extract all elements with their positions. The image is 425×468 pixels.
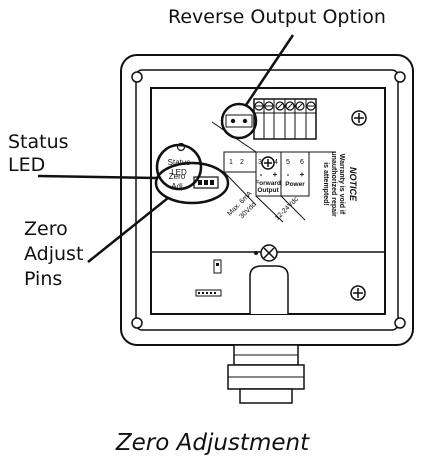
reverse-output-pin-2 [242, 118, 248, 124]
board-zero-adj-label-line1: Zero [169, 172, 186, 181]
status-led-leader [37, 174, 158, 180]
zero-adjust-callout-line1: Zero [24, 218, 68, 240]
mounting-hole-bottom-right [394, 317, 406, 329]
mounting-hole-top-left [131, 71, 143, 83]
notice-text-line2: unauthorized repair [330, 151, 337, 217]
terminal-number-2: 2 [240, 159, 244, 166]
zero-adjust-leader [87, 197, 169, 263]
board-status-led-label-line2: LED [171, 168, 187, 177]
reverse-output-option-label: Reverse Output Option [168, 6, 386, 28]
zero-adjust-pin-2 [204, 180, 208, 185]
cable-gland [227, 344, 305, 404]
lower-jumper-component [213, 259, 222, 274]
notice-text-line1: Warranty is void if [338, 154, 345, 215]
zero-adjust-pins-callout: Zero Adjust Pins [24, 217, 83, 292]
terminal-number-6: 6 [300, 159, 304, 166]
forward-output-label-line2: Output [257, 187, 279, 194]
mounting-hole-bottom-left [131, 317, 143, 329]
forward-output-label-line1: Forward [255, 180, 281, 187]
status-led-callout: Status LED [8, 131, 69, 177]
forward-output-minus-sign: - [260, 170, 263, 179]
forward-output-screw [261, 156, 275, 170]
notice-text-line3: is attempted! [322, 162, 329, 206]
reverse-output-leader [244, 34, 295, 106]
terminal-number-4: 4 [274, 159, 278, 166]
board-screw-top-right [351, 110, 367, 126]
board-zero-adj-label-line2: Adj [171, 182, 183, 191]
power-minus-sign: - [287, 170, 290, 179]
mounting-hole-top-right [394, 71, 406, 83]
status-led-callout-line2: LED [8, 154, 46, 176]
board-status-led-label-line1: Status [168, 158, 191, 167]
zero-adjust-pin-1 [198, 180, 202, 185]
terminal-block [253, 98, 317, 140]
terminal-number-3: 3 [258, 159, 262, 166]
status-led-callout-line1: Status [8, 131, 69, 153]
forward-output-plus-sign: + [273, 170, 278, 179]
zero-adjust-callout-line3: Pins [24, 268, 63, 290]
zero-adjust-callout-line2: Adjust [24, 243, 84, 265]
zero-adjust-highlight-ellipse [154, 161, 230, 205]
figure-caption: Zero Adjustment [115, 430, 310, 456]
board-screw-center [260, 244, 278, 262]
reverse-output-pin-1 [230, 118, 236, 124]
cable-entry-channel [249, 265, 289, 314]
lower-connector-strip [195, 289, 222, 297]
lower-connector-pins [198, 292, 216, 294]
zero-adjust-pin-3 [210, 180, 214, 185]
power-plus-sign: + [300, 170, 305, 179]
board-screw-bottom-right [350, 285, 366, 301]
board-indicator-dot [254, 251, 258, 255]
lower-jumper-pin [216, 263, 219, 266]
reverse-output-highlight-circle [220, 102, 258, 140]
notice-title: NOTICE [348, 167, 358, 202]
terminal-number-5: 5 [286, 159, 290, 166]
terminal-zones [211, 121, 336, 223]
reverse-output-pin-header [225, 114, 253, 128]
power-label: Power [285, 181, 305, 188]
terminal-number-1: 1 [229, 159, 233, 166]
status-led-highlight-circle [155, 143, 203, 191]
